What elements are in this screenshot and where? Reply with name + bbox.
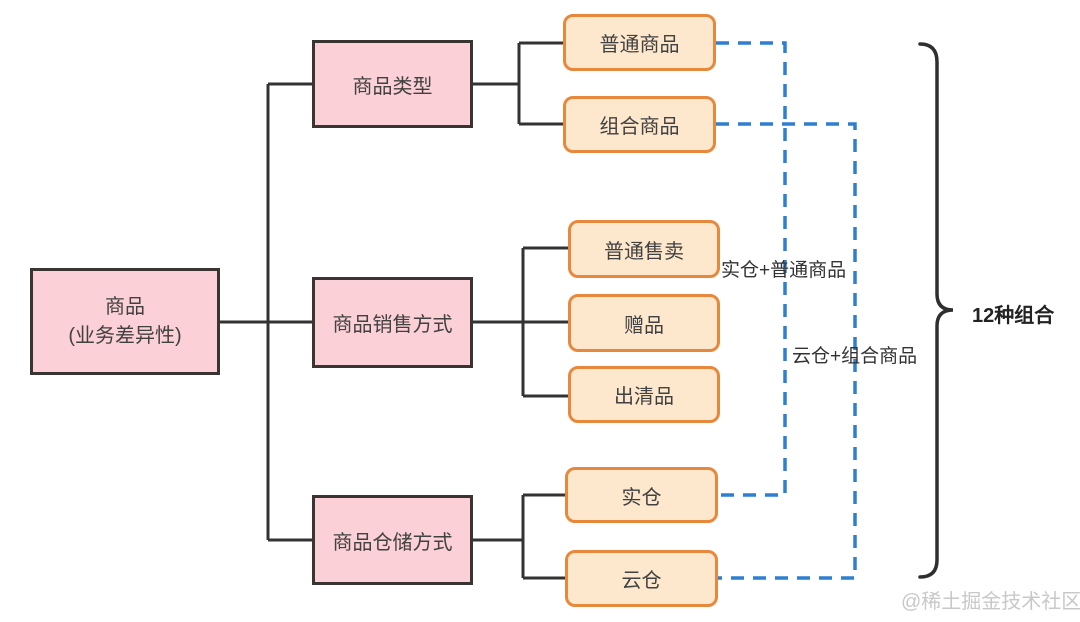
summary-label: 12种组合 xyxy=(972,305,1055,327)
combo-label-cloud-plus-combo: 云仓+组合商品 xyxy=(792,346,918,367)
leaf-gift: 赠品 xyxy=(568,294,720,352)
node-storage-method: 商品仓储方式 xyxy=(312,495,473,585)
watermark-text: @稀土掘金技术社区 xyxy=(901,591,1080,613)
leaf-normal-product: 普通商品 xyxy=(563,14,716,71)
tree-connectors xyxy=(220,41,568,580)
leaf-real-warehouse: 实仓 xyxy=(565,467,718,523)
combination-links xyxy=(716,41,857,580)
node-product-type: 商品类型 xyxy=(312,40,473,128)
node-sales-method: 商品销售方式 xyxy=(312,277,473,368)
node-root-line2: (业务差异性) xyxy=(68,324,182,347)
link-combo-product-to-cloud-warehouse xyxy=(716,122,857,580)
combo-label-real-plus-normal: 实仓+普通商品 xyxy=(721,260,847,281)
type-children-lines xyxy=(473,41,563,126)
link-normal-product-to-real-warehouse xyxy=(716,41,787,497)
storage-children-lines xyxy=(473,493,565,580)
leaf-combo-product: 组合商品 xyxy=(563,96,716,153)
sales-children-lines xyxy=(473,246,568,398)
leaf-clearance: 出清品 xyxy=(568,366,720,423)
curly-brace xyxy=(918,42,954,579)
leaf-cloud-warehouse: 云仓 xyxy=(565,550,718,607)
node-root-line1: 商品 xyxy=(104,295,145,318)
node-root: 商品 (业务差异性) xyxy=(30,268,220,375)
node-root-label: 商品 (业务差异性) xyxy=(68,293,181,351)
leaf-normal-sale: 普通售卖 xyxy=(568,220,720,278)
